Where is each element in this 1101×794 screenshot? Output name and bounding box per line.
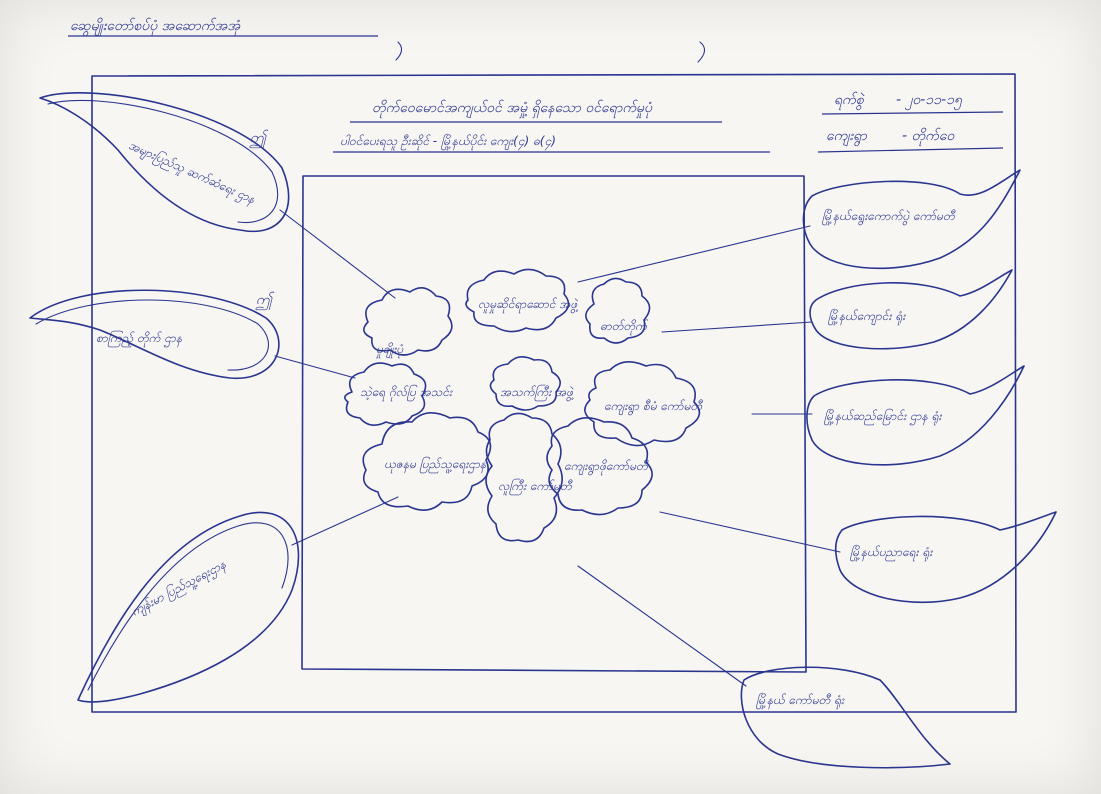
date-label: ရက်စွဲ [834, 91, 865, 111]
bubble-sketch-stroke [87, 522, 289, 691]
top-heading: ဆွေမျိုးတော်စပ်ပုံ အဆောက်အအုံ [70, 17, 241, 37]
right-bubble-label: မြို့နယ်ရွေးကောက်ပွဲ ကော်မတီ [822, 208, 956, 226]
title-line-1: တိုက်ဝေမောင်အကျယ်ဝင် အမှုံ့ ရှိနေသော ဝင်… [372, 99, 653, 119]
center-cloud-label: အသက်ကြီး အဖွဲ့ [500, 384, 574, 402]
center-cloud-label: ကျေးရွာဖိုကော်မတီ [564, 459, 649, 476]
bubble-sketch-stroke [35, 299, 269, 371]
date-value: - ၂၀-၁၁-၁၅ [896, 92, 963, 111]
center-cloud-label: ကျေးရွာ စီမံ ကော်မတီ [604, 399, 703, 416]
center-cloud-label: မှုချိုးပုံ [375, 342, 404, 359]
right-speech-bubble [802, 169, 1021, 270]
connector-line [661, 321, 813, 333]
village-value: - တိုက်ဝေ [902, 127, 955, 147]
center-cloud-cluster: မှုချိုးပုံ လူမှုဆိုင်ရာဆောင် အဖွဲ့ ဓာတ်… [344, 268, 703, 543]
right-speech-bubble [834, 511, 1057, 604]
center-cloud [546, 417, 653, 516]
center-cloud [489, 356, 561, 411]
left-bubbles: အများပြည်သူ ဆက်ဆံရေး ဌာန ဤ စာကြည့် တိုက်… [29, 92, 300, 703]
left-bubble-glyph: ဤ [249, 129, 269, 149]
binder-hole-right [697, 41, 706, 63]
center-cloud-label: ဓာတ်တိုက် [600, 319, 649, 336]
title-line-2: ပါဝင်ပေးရသူ ဦးဆိုင် - မြို့နယ်ပိုင်း ကျေ… [340, 133, 556, 151]
center-cloud [344, 362, 427, 426]
center-cloud [584, 361, 701, 447]
center-cloud-label: လူကြီး ကော်မတီ [498, 478, 573, 496]
bubble-sketch-stroke [47, 99, 279, 224]
connector-line [274, 355, 356, 379]
right-speech-bubble [809, 269, 1013, 350]
connector-line [291, 496, 399, 546]
left-speech-bubble [39, 92, 290, 233]
connector-lines [274, 209, 841, 687]
connector-line [577, 565, 747, 687]
center-cloud [465, 268, 570, 333]
left-speech-bubble [77, 511, 300, 703]
inner-square [301, 175, 807, 673]
left-bubble-glyph: ဤ [255, 291, 275, 311]
right-bubble-label: မြို့နယ် ကော်မတီ ရုံး [756, 692, 845, 710]
date-underline [821, 111, 1004, 115]
center-cloud-label: သဲ့ရေ ဂိုလ်ပြ အသင်း [360, 384, 453, 402]
connector-line [577, 225, 811, 283]
right-speech-bubble [806, 365, 1025, 466]
binder-hole-left [395, 41, 403, 61]
left-speech-bubble [29, 289, 280, 379]
right-bubble-label: မြို့နယ်ပညာရေး ရုံး [850, 544, 933, 562]
right-bubble-label: မြို့နယ်ဆည်မြောင်း ဌာန ရုံး [824, 408, 942, 426]
right-bubble-label: မြို့နယ်ကျောင်း ရုံး [828, 308, 906, 326]
left-bubble-label: အများပြည်သူ ဆက်ဆံရေး ဌာန [126, 137, 259, 209]
right-bubbles: မြို့နယ်ရွေးကောက်ပွဲ ကော်မတီ မြို့နယ်ကျေ… [740, 169, 1057, 769]
village-underline [817, 147, 1004, 153]
center-cloud [363, 287, 453, 356]
connector-line [659, 511, 841, 553]
center-cloud [485, 412, 563, 543]
center-cloud [362, 412, 492, 511]
village-label: ကျေးရွာ [826, 128, 867, 147]
center-cloud-label: လူမှုဆိုင်ရာဆောင် အဖွဲ့ [478, 297, 579, 314]
outer-frame [91, 73, 1017, 713]
connector-line [279, 209, 396, 299]
center-cloud [585, 277, 651, 344]
right-speech-bubble [740, 666, 951, 769]
center-cloud-label: ယုဇနမ ပြည်သူ့ရေးဌာန [384, 456, 487, 474]
left-bubble-label: စာကြည့် တိုက် ဌာန [96, 330, 183, 348]
